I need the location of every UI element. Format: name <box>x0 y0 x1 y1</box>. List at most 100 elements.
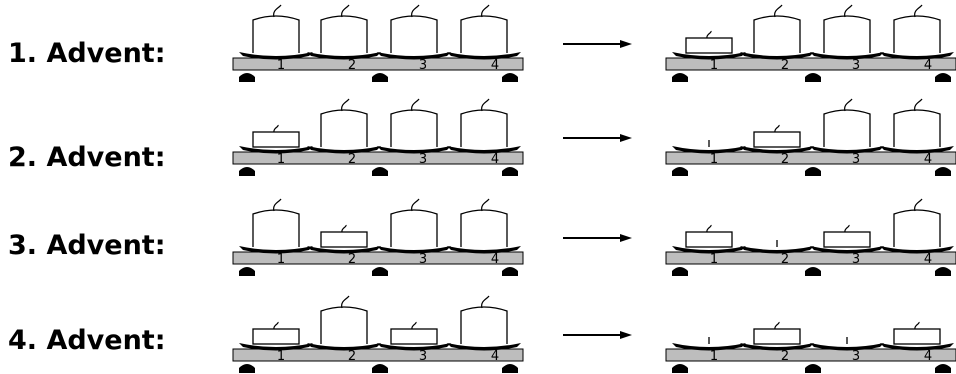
wreath-foot-1 <box>239 73 255 82</box>
candle-tall-1 <box>252 209 300 247</box>
candle-wick-2 <box>774 4 783 18</box>
wreath-foot-1 <box>239 167 255 176</box>
wreath-foot-1 <box>672 73 688 82</box>
candle-number-4: 4 <box>924 58 932 73</box>
candle-tall-4 <box>893 109 941 147</box>
candle-number-2: 2 <box>348 349 356 364</box>
candle-number-3: 3 <box>419 252 427 267</box>
candle-number-2: 2 <box>348 252 356 267</box>
candle-holder-4 <box>880 52 954 60</box>
candle-holder-4 <box>447 52 521 60</box>
candle-holder-4 <box>447 246 521 254</box>
wreath-foot-3 <box>502 73 518 82</box>
candle-wick-4 <box>481 198 490 212</box>
wreath-foot-1 <box>672 267 688 276</box>
candle-number-2: 2 <box>348 152 356 167</box>
candle-short-1 <box>685 37 733 54</box>
candle-holder-1 <box>239 343 313 351</box>
candle-wick-4 <box>481 98 490 112</box>
candle-tall-1 <box>252 15 300 53</box>
candle-wick-2 <box>341 98 350 112</box>
candle-number-4: 4 <box>491 252 499 267</box>
candle-number-4: 4 <box>491 349 499 364</box>
candle-holder-1 <box>239 52 313 60</box>
row-label-advent-2: 2. Advent: <box>8 142 166 173</box>
row-label-advent-4: 4. Advent: <box>8 325 166 356</box>
wreath-foot-2 <box>805 73 821 82</box>
candle-holder-2 <box>307 246 381 254</box>
candle-short-3 <box>823 231 871 248</box>
candle-holder-3 <box>377 343 451 351</box>
candle-short-2 <box>320 231 368 248</box>
wreath-beam <box>665 251 956 265</box>
candle-short-2 <box>753 328 801 345</box>
candle-wick-1 <box>706 224 712 233</box>
candle-holder-1 <box>672 146 746 154</box>
candle-wick-3 <box>411 98 420 112</box>
candle-holder-4 <box>880 246 954 254</box>
candle-holder-2 <box>307 146 381 154</box>
wreath-foot-3 <box>935 364 951 373</box>
candle-wick-2 <box>341 4 350 18</box>
candle-number-3: 3 <box>419 349 427 364</box>
row-label-advent-1: 1. Advent: <box>8 38 166 69</box>
candle-tall-3 <box>390 209 438 247</box>
wreath-foot-2 <box>805 364 821 373</box>
wreath-foot-2 <box>372 364 388 373</box>
candle-tall-3 <box>823 109 871 147</box>
candle-holder-3 <box>810 343 884 351</box>
candle-holder-1 <box>239 246 313 254</box>
candle-tall-4 <box>460 109 508 147</box>
wreath-foot-2 <box>805 167 821 176</box>
candle-number-1: 1 <box>710 252 718 267</box>
candle-wick-4 <box>914 321 920 330</box>
candle-holder-3 <box>810 246 884 254</box>
wreath-foot-1 <box>239 267 255 276</box>
candle-number-3: 3 <box>852 58 860 73</box>
candle-number-3: 3 <box>419 152 427 167</box>
candle-wick-4 <box>914 4 923 18</box>
candle-short-4 <box>893 328 941 345</box>
arrow-row-3 <box>563 234 632 242</box>
candle-holder-4 <box>880 146 954 154</box>
candle-holder-2 <box>740 52 814 60</box>
candle-tall-3 <box>390 15 438 53</box>
candle-wick-3 <box>411 198 420 212</box>
candle-wick-1 <box>273 124 279 133</box>
candle-holder-4 <box>880 343 954 351</box>
wreath-foot-3 <box>502 167 518 176</box>
candle-number-4: 4 <box>924 349 932 364</box>
wreath-beam <box>232 348 524 362</box>
wreath-after-row-2: 1 2 3 4 <box>665 98 956 176</box>
candle-tall-2 <box>320 306 368 344</box>
row-label-advent-3: 3. Advent: <box>8 230 166 261</box>
candle-wick-2 <box>774 321 780 330</box>
candle-holder-1 <box>672 52 746 60</box>
arrow-head <box>620 40 632 48</box>
candle-number-1: 1 <box>710 152 718 167</box>
candle-tall-4 <box>460 306 508 344</box>
candle-number-4: 4 <box>924 152 932 167</box>
candle-tall-4 <box>460 209 508 247</box>
candle-tall-3 <box>390 109 438 147</box>
candle-short-1 <box>685 231 733 248</box>
candle-wick-4 <box>481 295 490 309</box>
candle-number-2: 2 <box>781 152 789 167</box>
candle-holder-1 <box>672 246 746 254</box>
candle-number-3: 3 <box>852 252 860 267</box>
arrow-head <box>620 134 632 142</box>
wreath-foot-1 <box>239 364 255 373</box>
arrow-row-1 <box>563 40 632 48</box>
candle-number-1: 1 <box>277 152 285 167</box>
arrow-head <box>620 234 632 242</box>
candle-holder-2 <box>740 146 814 154</box>
candle-number-3: 3 <box>852 152 860 167</box>
